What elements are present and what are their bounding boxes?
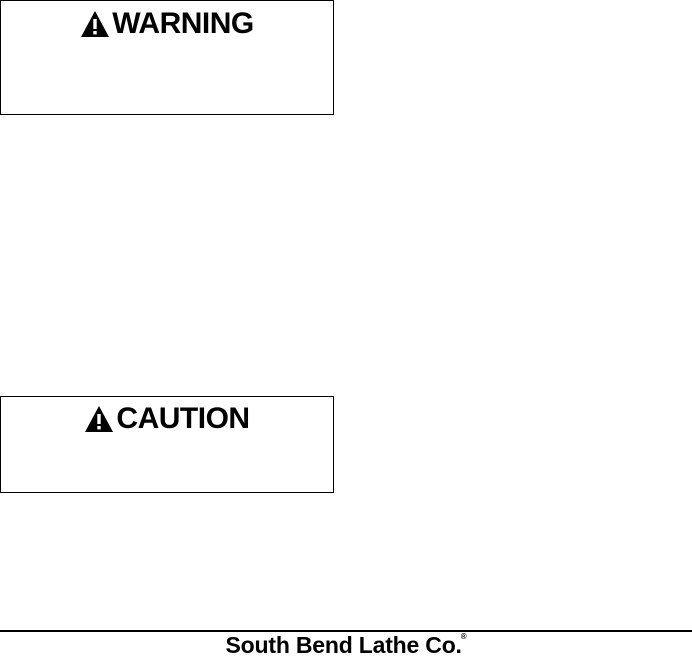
- warning-heading: WARNING: [112, 7, 254, 40]
- registered-trademark: ®: [460, 632, 467, 641]
- caution-header: CAUTION: [1, 404, 333, 434]
- footer-brand: South Bend Lathe Co.®: [0, 632, 692, 658]
- warning-box: WARNING: [0, 0, 334, 115]
- warning-header: WARNING: [1, 9, 333, 39]
- warning-triangle-icon: [80, 10, 110, 38]
- caution-box: CAUTION: [0, 396, 334, 493]
- caution-heading: CAUTION: [116, 402, 250, 435]
- footer-divider: [0, 630, 692, 632]
- brand-name: South Bend Lathe Co.: [225, 632, 462, 658]
- warning-triangle-icon: [84, 405, 114, 433]
